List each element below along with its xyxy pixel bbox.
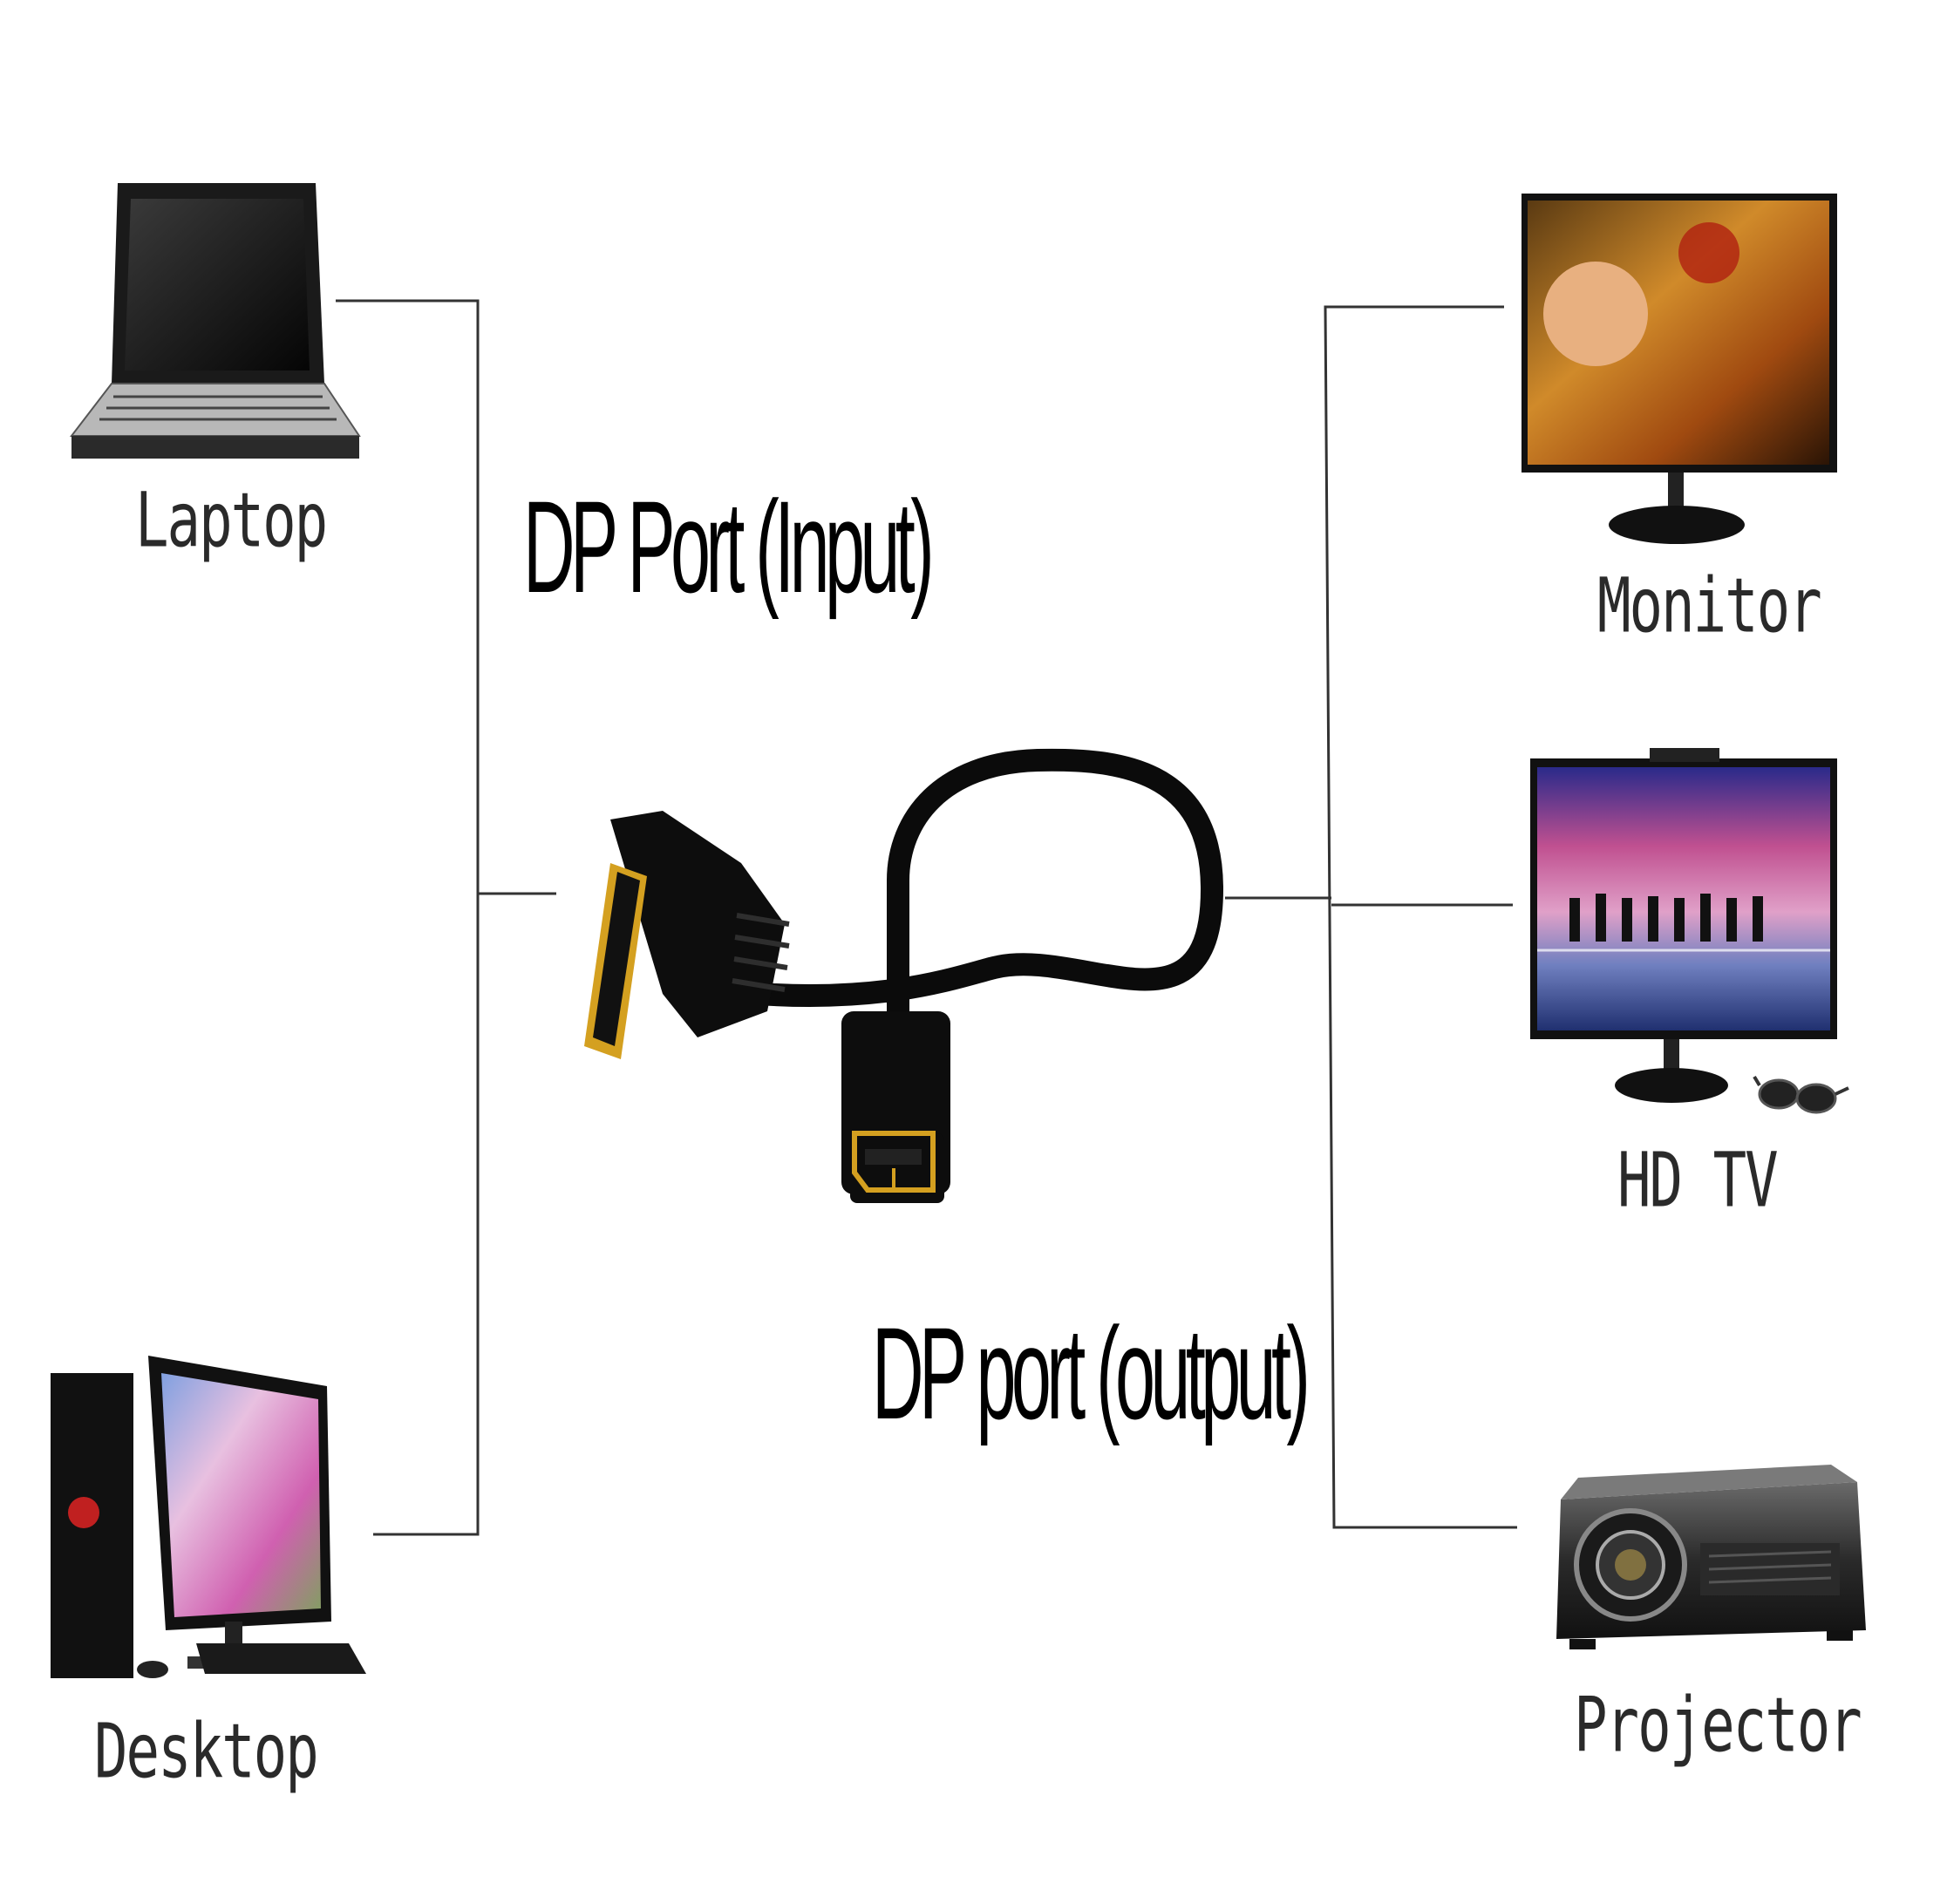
connector-lines <box>336 299 1517 1536</box>
3d-glasses-icon <box>1753 1075 1849 1114</box>
hdtv-icon <box>1530 748 1837 1103</box>
laptop-icon <box>69 183 361 459</box>
desktop-icon <box>51 1356 366 1678</box>
dp-output-title: DP port (output) <box>872 1300 1310 1446</box>
hdtv-label: HD TV <box>1617 1138 1779 1225</box>
monitor-icon <box>1522 194 1837 544</box>
desktop-label: Desktop <box>94 1709 319 1796</box>
dp-cable-image <box>584 748 1224 1203</box>
projector-icon <box>1556 1465 1866 1649</box>
monitor-label: Monitor <box>1597 563 1822 650</box>
laptop-label: Laptop <box>135 478 328 565</box>
dp-input-title: DP Port (Input) <box>523 473 935 620</box>
projector-label: Projector <box>1574 1683 1862 1770</box>
